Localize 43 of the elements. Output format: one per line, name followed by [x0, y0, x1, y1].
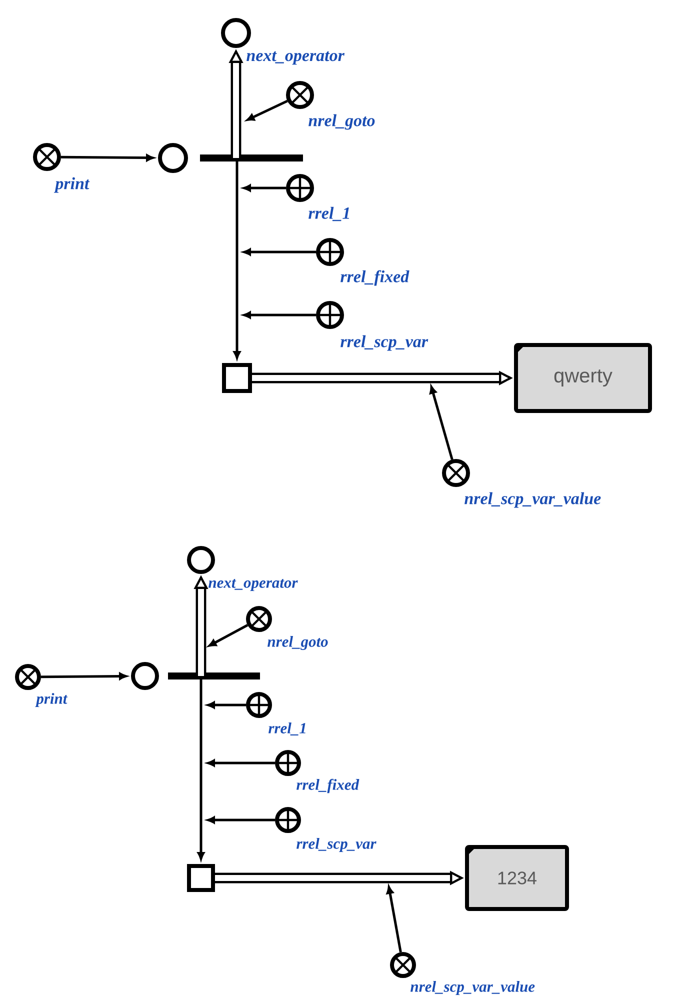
role-circle-symbol [316, 301, 344, 329]
role-circle-symbol [286, 174, 314, 202]
node-label: nrel_scp_var_value [464, 492, 601, 508]
node-label: nrel_goto [268, 636, 328, 650]
node-circle [187, 546, 215, 574]
node-label: rrel_1 [308, 206, 349, 222]
node-label: rrel_1 [268, 722, 306, 736]
arrow [208, 624, 248, 647]
node-label: rrel_fixed [296, 778, 360, 794]
text-box: 1234 [465, 845, 569, 911]
node-label: nrel_goto [308, 114, 375, 130]
relation-circle-symbol [33, 143, 61, 171]
role-circle-symbol [275, 807, 301, 833]
relation-circle-symbol [390, 952, 416, 978]
node-label: rrel_scp_var [296, 838, 376, 852]
relation-circle-symbol [246, 606, 272, 632]
node-label: print [35, 692, 68, 708]
node-label: print [54, 177, 90, 193]
arrow [243, 184, 286, 192]
node-circle [221, 18, 251, 48]
text-box: qwerty [514, 343, 652, 413]
arrow [207, 701, 246, 709]
arrow [60, 154, 154, 162]
variable-square [222, 363, 252, 393]
arrow [207, 816, 275, 824]
role-circle-symbol [246, 692, 272, 718]
role-circle-symbol [316, 238, 344, 266]
node-label: next_operator [208, 579, 298, 592]
node-label: next_operator [246, 51, 345, 65]
variable-square [187, 864, 215, 892]
arrow [207, 759, 275, 767]
node-label: rrel_fixed [340, 270, 410, 286]
node-label: rrel_scp_var [340, 335, 428, 351]
relation-circle-symbol [15, 664, 41, 690]
relation-circle-symbol [442, 459, 470, 487]
arrow [430, 386, 454, 460]
arrow [40, 672, 127, 680]
relation-circle-symbol [286, 81, 314, 109]
arrow [243, 248, 316, 256]
arrow [246, 100, 288, 121]
arrow [243, 311, 316, 319]
role-circle-symbol [275, 750, 301, 776]
node-label: nrel_scp_var_value [410, 980, 535, 996]
